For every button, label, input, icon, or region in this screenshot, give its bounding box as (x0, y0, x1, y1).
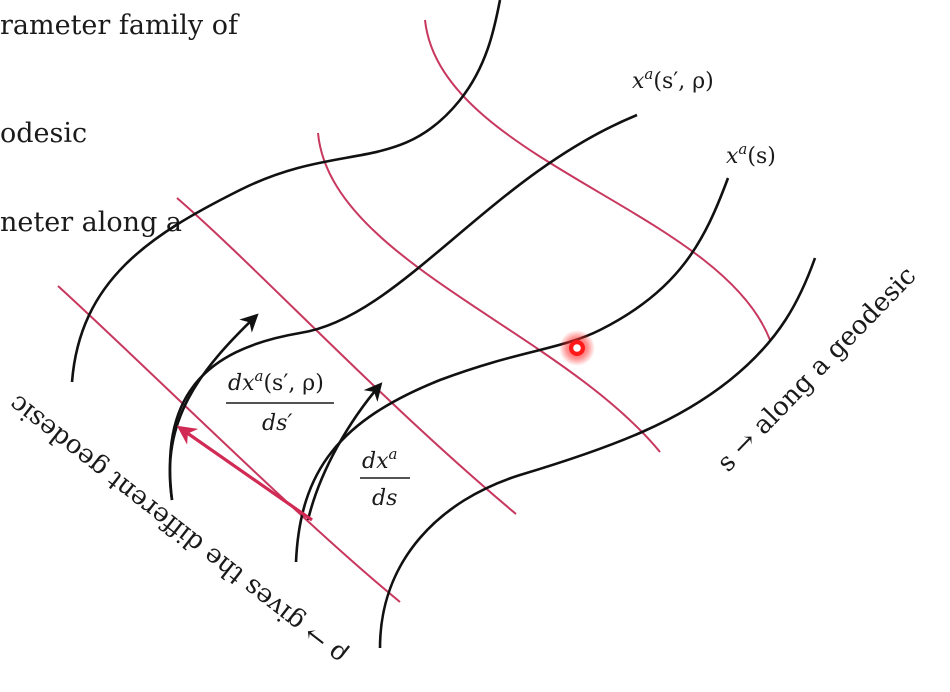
fraction-left: dxa(s′, ρ) ds′ (226, 367, 334, 436)
background-text-line-1: rameter family of (0, 10, 238, 41)
fraction-right-numerator: dxa (362, 445, 397, 474)
crossing-curve-2 (176, 197, 517, 515)
rho-arrow (176, 425, 313, 522)
label-curve-mid: xa(s) (726, 140, 776, 169)
crossing-curves (57, 19, 771, 603)
fraction-right-denominator: ds (372, 486, 397, 511)
fraction-left-numerator: dxa(s′, ρ) (228, 367, 324, 396)
background-text-line-3: neter along a (0, 207, 183, 238)
crossing-curve-1 (57, 285, 401, 603)
geodesic-curves (70, 0, 817, 649)
geodesic-curve-1 (70, 0, 502, 383)
highlight-marker (559, 330, 595, 366)
fraction-right: dxa ds (360, 445, 410, 511)
tangent-arrow-left (168, 313, 259, 501)
background-text-line-2: odesic (0, 118, 88, 149)
crossing-curve-4 (424, 19, 771, 341)
crossing-curve-3 (317, 132, 661, 453)
tangent-arrow-right (306, 382, 383, 521)
geodesic-curve-2 (168, 113, 638, 501)
geodesic-curve-4 (378, 257, 817, 649)
geodesic-curve-3 (294, 177, 730, 563)
label-curve-top: xa(s′, ρ) (632, 65, 714, 94)
fraction-left-denominator: ds′ (262, 411, 292, 436)
